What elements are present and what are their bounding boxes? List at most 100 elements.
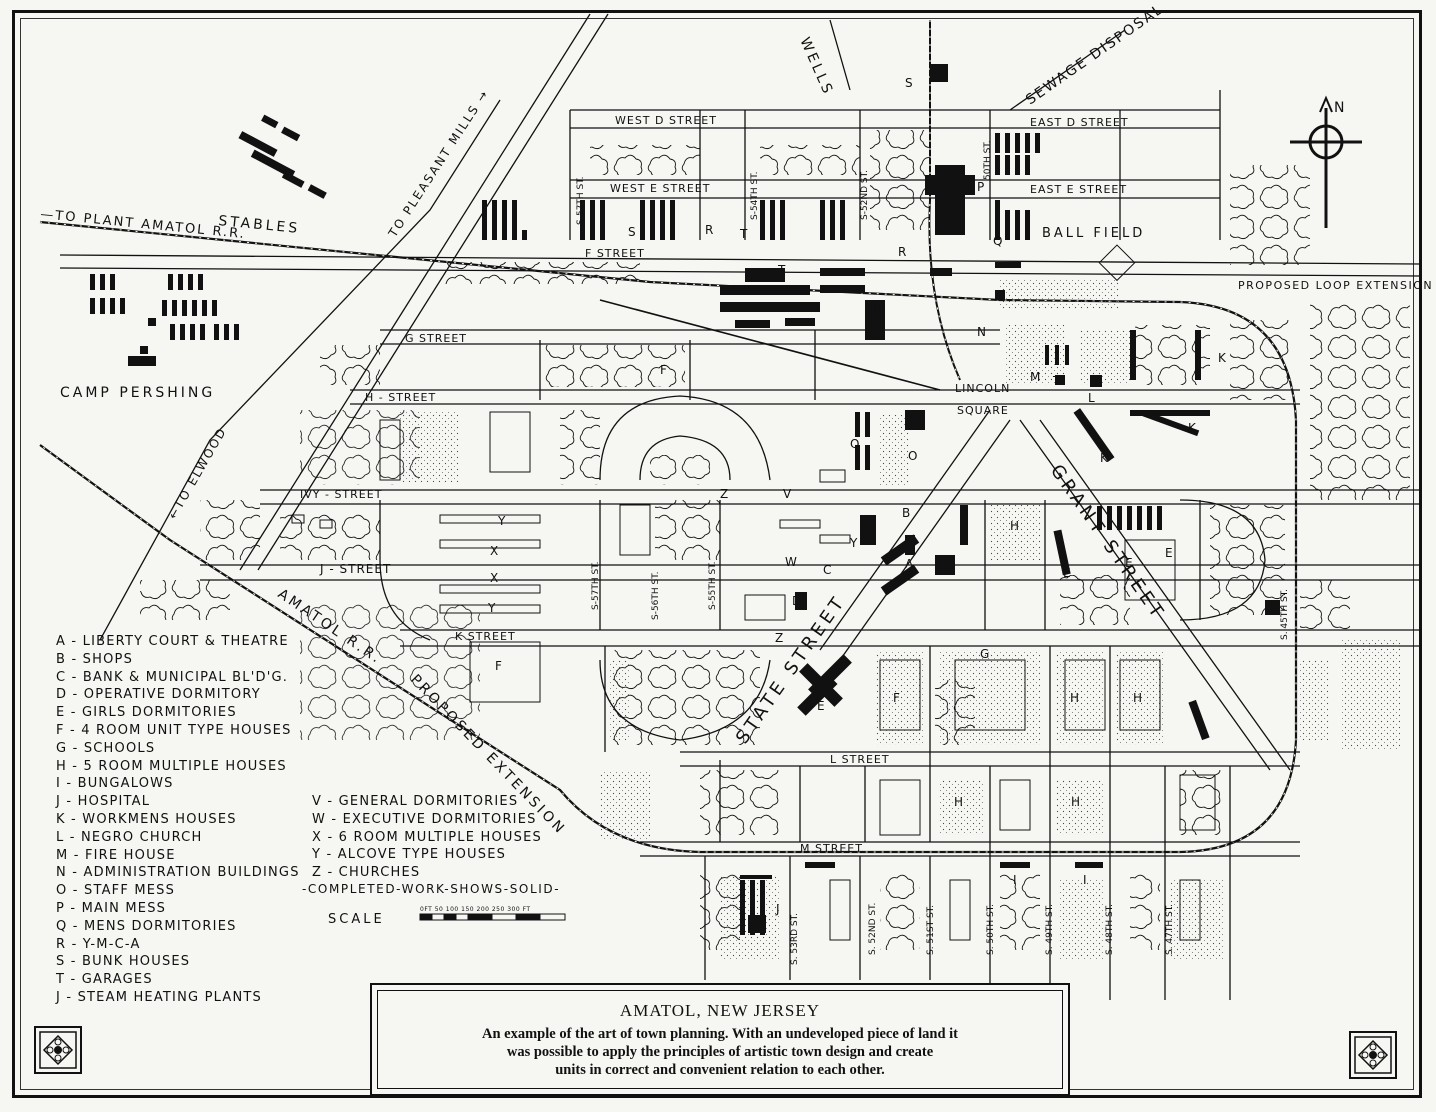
flower-ornament-icon bbox=[1349, 1031, 1397, 1079]
letter-t: T bbox=[739, 227, 748, 241]
label-pleasant-mills: TO PLEASANT MILLS → bbox=[385, 87, 492, 241]
label-loop-extension: PROPOSED LOOP EXTENSION bbox=[1238, 279, 1433, 292]
letter-n: N bbox=[977, 325, 986, 339]
letter-c: C bbox=[823, 563, 831, 577]
caption-title: AMATOL, NEW JERSEY bbox=[619, 1001, 821, 1020]
letter-f3: F bbox=[893, 691, 900, 705]
letter-h3: H bbox=[1133, 691, 1142, 705]
legend-item: K - Workmens Houses bbox=[56, 811, 237, 827]
letter-e4: E bbox=[817, 699, 825, 713]
label-52nd-b: S. 52ND ST. bbox=[868, 903, 878, 955]
legend-item: M - Fire House bbox=[56, 847, 176, 863]
letter-m: M bbox=[1030, 370, 1040, 384]
letter-w: W bbox=[785, 555, 797, 569]
legend-item: F - 4 Room Unit Type Houses bbox=[56, 722, 292, 738]
scale-bar bbox=[419, 913, 566, 921]
legend-item: W - Executive Dormitories bbox=[312, 811, 537, 827]
letter-i: I bbox=[1013, 873, 1017, 887]
legend-item: Q - Mens Dormitories bbox=[56, 918, 237, 934]
letter-q2: Q bbox=[850, 437, 859, 451]
letter-y2: Y bbox=[487, 601, 496, 615]
label-50th: 50TH ST. bbox=[983, 140, 993, 180]
letter-e: E bbox=[1063, 566, 1071, 580]
stippled-lots bbox=[400, 280, 1400, 960]
letter-r: R bbox=[705, 223, 713, 237]
letter-g: G bbox=[980, 647, 989, 661]
scale-ticks: 0FT 50 100 150 200 250 300 FT bbox=[420, 906, 531, 913]
caption-line: units in correct and convenient relation… bbox=[555, 1062, 885, 1078]
caption-body: An example of the art of town planning. … bbox=[378, 1025, 1062, 1079]
legend-item: N - Administration Buildings bbox=[56, 865, 300, 881]
letter-y3: Y bbox=[849, 536, 858, 550]
letter-a: A bbox=[905, 557, 914, 571]
label-plant-rr: —TO PLANT AMATOL R.R. bbox=[40, 207, 247, 242]
letter-h4: H bbox=[954, 795, 963, 809]
label-wells: WELLS bbox=[796, 35, 836, 98]
legend-item: J - Steam Heating Plants bbox=[56, 989, 263, 1005]
letter-t2: T bbox=[777, 263, 786, 277]
letter-t3: T bbox=[1052, 374, 1061, 388]
legend-item: J - Hospital bbox=[56, 794, 151, 810]
letter-z: Z bbox=[720, 487, 728, 501]
label-j-street: J - STREET bbox=[319, 562, 391, 576]
letter-k2: K bbox=[1188, 421, 1197, 435]
label-west-e: WEST E STREET bbox=[610, 182, 710, 195]
label-m-street: M STREET bbox=[800, 842, 863, 855]
label-49th-b: S. 49TH ST. bbox=[1045, 904, 1055, 955]
letter-q: Q bbox=[993, 234, 1002, 248]
label-ball-field: BALL FIELD bbox=[1042, 226, 1145, 241]
legend-item: E - Girls Dormitories bbox=[56, 705, 237, 721]
legend-item: G - Schools bbox=[56, 740, 156, 756]
letter-j: J bbox=[775, 902, 780, 916]
letter-l: L bbox=[1088, 391, 1095, 405]
legend-item: D - Operative Dormitory bbox=[56, 687, 261, 703]
legend-item: P - Main Mess bbox=[56, 900, 167, 916]
legend-item: I - Bungalows bbox=[56, 776, 174, 792]
label-west-d: WEST D STREET bbox=[615, 114, 717, 127]
legend-item: B - Shops bbox=[56, 651, 134, 667]
label-45th: S. 45TH ST. bbox=[1280, 589, 1290, 640]
letter-i2: I bbox=[1083, 873, 1087, 887]
letter-x2: X bbox=[490, 571, 498, 585]
flower-ornament-icon bbox=[34, 1026, 82, 1074]
label-50th-b: S. 50TH ST. bbox=[986, 904, 996, 955]
letter-f2: F bbox=[495, 659, 502, 673]
letter-k: K bbox=[1218, 351, 1227, 365]
letter-s: S bbox=[628, 225, 636, 239]
label-ivy-street: IVY - STREET bbox=[300, 488, 382, 501]
legend-item: L - Negro Church bbox=[56, 829, 203, 845]
label-57th: S-57TH ST. bbox=[576, 176, 586, 225]
label-east-d: EAST D STREET bbox=[1030, 116, 1129, 129]
letter-z2: Z bbox=[775, 631, 783, 645]
legend-item: H - 5 Room Multiple Houses bbox=[56, 758, 287, 774]
letter-s-north: S bbox=[905, 76, 913, 90]
building-letters: S S R T R P Q T U N M T K K K L Q O F Y … bbox=[487, 76, 1227, 916]
outer-frame bbox=[12, 10, 1422, 1098]
letter-h: H bbox=[1010, 519, 1019, 533]
letter-d: D bbox=[792, 594, 801, 608]
label-h-street: H - STREET bbox=[365, 391, 436, 404]
letter-e2: E bbox=[1125, 556, 1133, 570]
caption-box: AMATOL, NEW JERSEY An example of the art… bbox=[370, 983, 1070, 1096]
letter-u: U bbox=[872, 301, 881, 315]
map-legend-secondary: V - General Dormitories W - Executive Do… bbox=[312, 793, 542, 882]
legend-item: O - Staff Mess bbox=[56, 883, 176, 899]
legend-item: A - Liberty Court & Theatre bbox=[56, 634, 289, 649]
legend-item: T - Garages bbox=[56, 972, 153, 988]
label-east-e: EAST E STREET bbox=[1030, 183, 1127, 196]
letter-h2: H bbox=[1070, 691, 1079, 705]
letter-v: V bbox=[783, 487, 792, 501]
label-48th-b: S. 48TH ST. bbox=[1105, 904, 1115, 955]
legend-item: X - 6 Room Multiple Houses bbox=[312, 829, 542, 845]
caption-inner: AMATOL, NEW JERSEY An example of the art… bbox=[377, 990, 1063, 1089]
letter-r2: R bbox=[898, 245, 906, 259]
map-legend-primary: A - Liberty Court & Theatre B - Shops C … bbox=[56, 633, 300, 1007]
caption-line: An example of the art of town planning. … bbox=[482, 1026, 958, 1042]
label-g-street: G STREET bbox=[405, 332, 467, 345]
letter-y: Y bbox=[497, 514, 506, 528]
label-52nd: S-52ND ST. bbox=[860, 170, 870, 220]
label-53rd-b: S. 53RD ST. bbox=[790, 913, 800, 965]
letter-p: P bbox=[977, 180, 984, 194]
label-square: SQUARE bbox=[957, 404, 1009, 417]
label-47th-b: S. 47TH ST. bbox=[1165, 904, 1175, 955]
